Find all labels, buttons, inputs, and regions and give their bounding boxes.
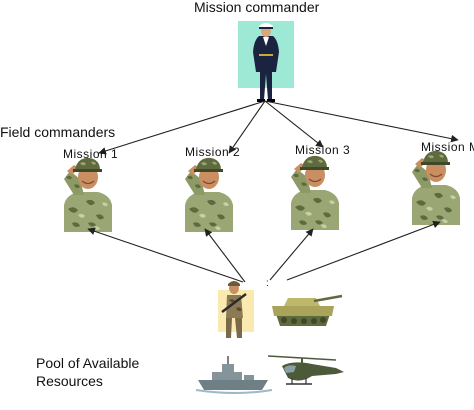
navy-officer-icon [238,21,294,102]
mission-label-1: Mission 1 [63,147,119,161]
field-commander-2 [184,157,234,233]
mission-label-2: Mission 2 [185,145,241,159]
field-commander-m [411,150,461,226]
command-arrows [98,100,459,155]
pool-label-line2: Resources [36,373,103,389]
resource-arrows [87,220,441,283]
field-commander-1 [63,157,113,233]
field-commanders-label: Field commanders [0,124,116,140]
helicopter-icon [267,355,344,385]
mission-commander-label: Mission commander [194,0,320,15]
pool-label-line1: Pool of Available [36,355,140,371]
resource-pool-dots: : [266,278,269,289]
warship-icon [195,356,273,394]
mission-label-3: Mission 3 [295,143,351,157]
field-commander-3 [290,155,340,231]
mission-label-m: Mission M [421,140,474,154]
tank-icon [272,294,343,326]
infantry-soldier-icon [218,281,254,338]
